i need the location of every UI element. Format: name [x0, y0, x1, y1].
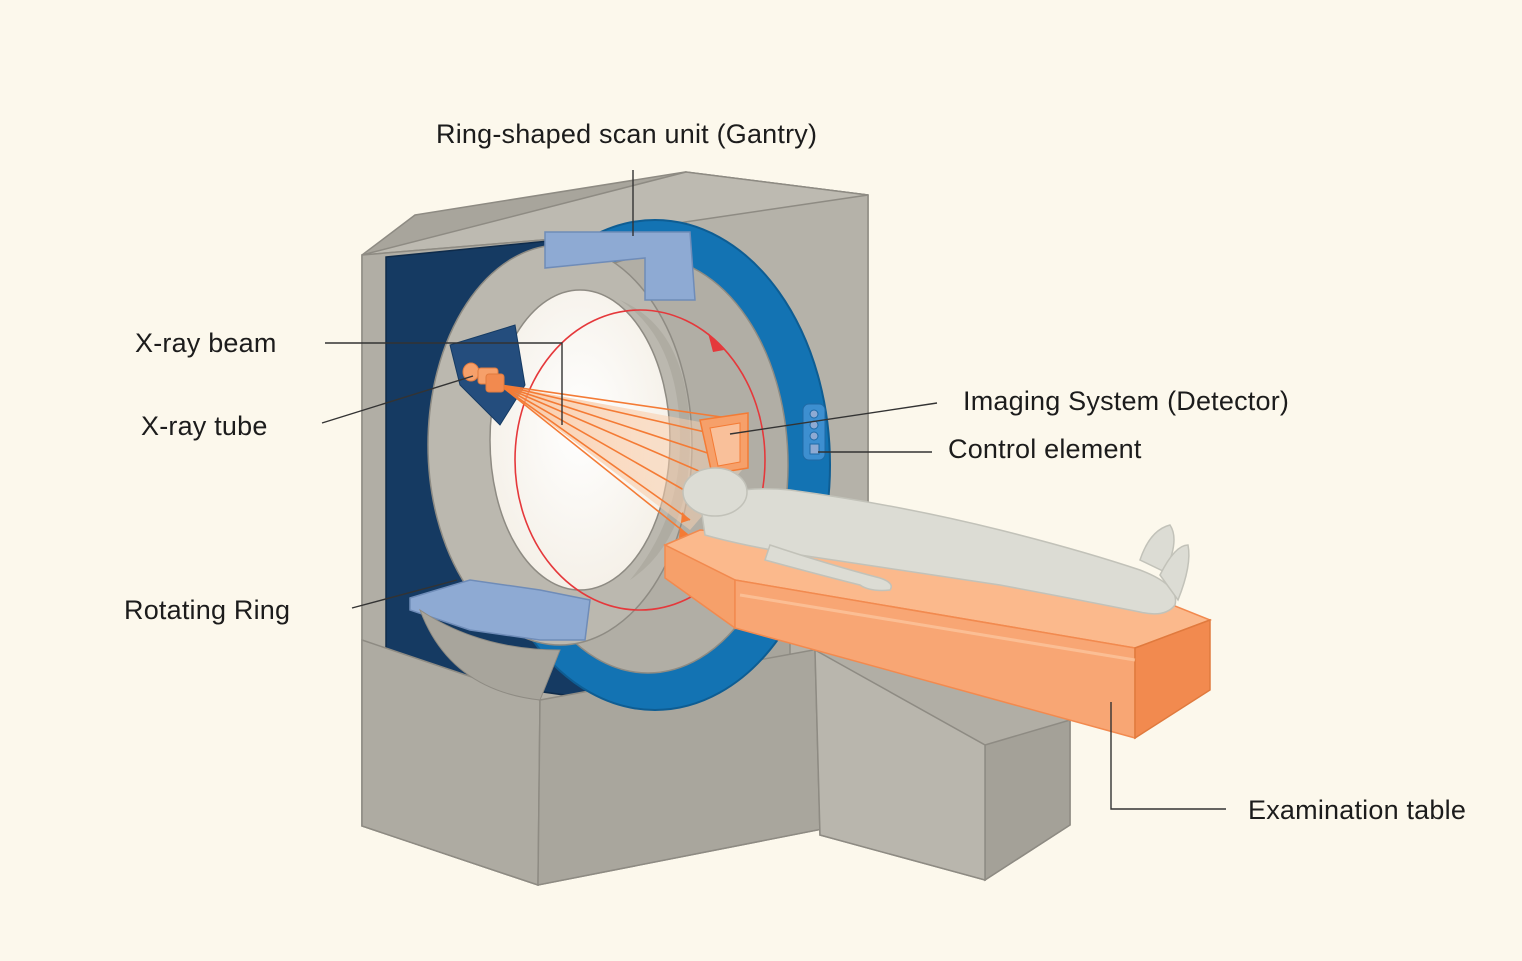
xray-tube-icon — [462, 362, 505, 393]
rotation-arrow-icon — [708, 333, 724, 352]
label-examination-table: Examination table — [1248, 795, 1467, 825]
label-xray-beam: X-ray beam — [135, 328, 277, 358]
leader-table — [1110, 702, 1226, 810]
label-gantry: Ring-shaped scan unit (Gantry) — [436, 119, 818, 149]
leader-lines — [321, 170, 1226, 810]
label-control-element: Control element — [948, 434, 1142, 464]
leader-xray-tube — [321, 375, 474, 424]
control-element — [802, 403, 826, 461]
label-xray-tube: X-ray tube — [141, 411, 268, 441]
leader-rotating-ring — [351, 579, 458, 609]
leader-xray-beam — [325, 342, 563, 425]
table-pedestal — [814, 648, 1071, 882]
xray-beam — [499, 384, 743, 538]
label-rotating-ring: Rotating Ring — [124, 595, 291, 625]
leader-detector — [729, 402, 938, 435]
label-detector: Imaging System (Detector) — [963, 386, 1290, 416]
rotation-path — [514, 309, 766, 611]
patient-figure — [682, 467, 1190, 615]
